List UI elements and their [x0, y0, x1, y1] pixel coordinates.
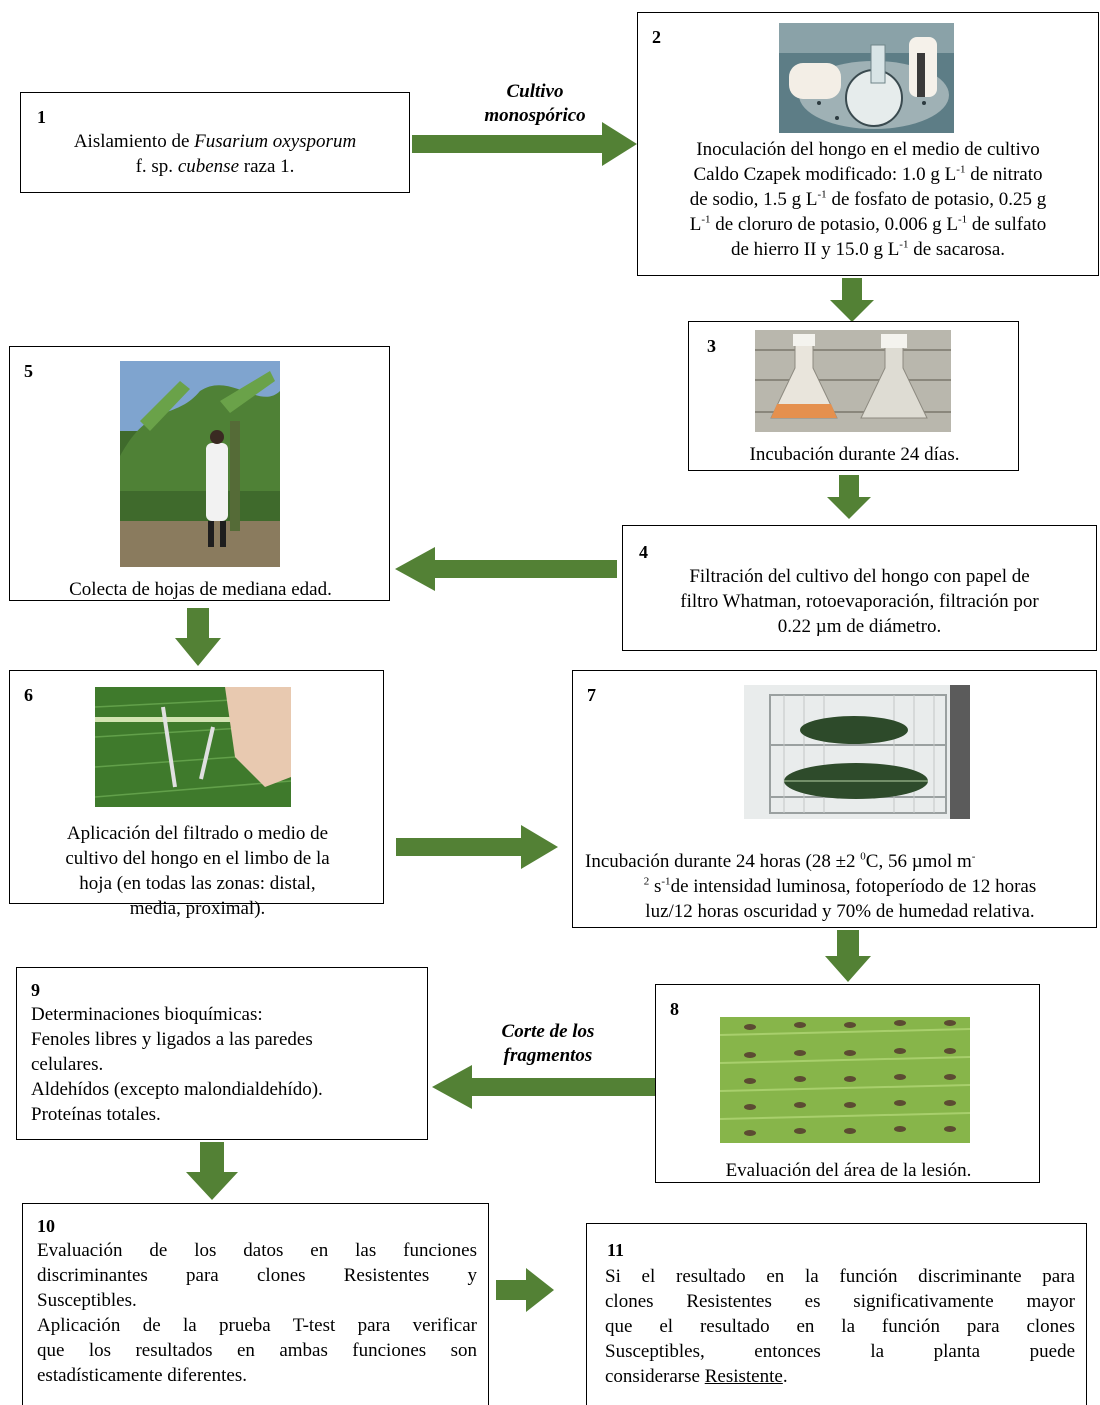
step-number: 11: [607, 1240, 625, 1260]
step-number: 6: [24, 685, 33, 705]
step-4-box: 4 Filtración del cultivo del hongo con p…: [622, 525, 1097, 651]
arrow-9-to-10: [186, 1142, 238, 1200]
leaf-application-photo: [95, 687, 291, 807]
step-number: 8: [670, 999, 679, 1019]
step-9-text: Determinaciones bioquímicas: Fenoles lib…: [31, 1004, 323, 1125]
step-10-text: Evaluación de los datos en las funciones…: [37, 1240, 477, 1386]
step-5-text: Colecta de hojas de mediana edad.: [69, 579, 332, 600]
arrow-label-cultivo: Cultivo monospórico: [484, 81, 586, 126]
incubation-shelves-photo: [744, 685, 970, 819]
step-8-box: 8 Evaluación del área de la lesión.: [655, 984, 1040, 1183]
step-number: 9: [31, 980, 40, 1000]
step-6-text: Aplicación del filtrado o medio de culti…: [65, 823, 330, 919]
step-number: 5: [24, 361, 33, 381]
step-number: 2: [652, 27, 661, 47]
step-3-text: Incubación durante 24 días.: [749, 444, 960, 465]
step-8-text: Evaluación del área de la lesión.: [725, 1160, 972, 1181]
arrow-6-to-7: [396, 825, 558, 869]
step-10-box: 10 Evaluación de los datos en las funcio…: [22, 1203, 489, 1405]
step-11-box: 11 Si el resultado en la función discrim…: [586, 1223, 1087, 1405]
arrow-3-to-4: [827, 475, 871, 519]
incubation-flasks-photo: [755, 330, 951, 432]
lesion-area-photo: [720, 1017, 970, 1143]
arrow-4-to-5: [395, 547, 617, 591]
arrow-7-to-8: [825, 930, 871, 982]
arrow-1-to-2: [412, 122, 637, 166]
step-11-text: Si el resultado en la función discrimina…: [605, 1266, 1075, 1387]
step-6-box: 6 Aplicación del filtrado o medio de cul…: [9, 670, 384, 919]
step-1-box: 1 Aislamiento de Fusarium oxysporum f. s…: [20, 92, 410, 193]
step-5-box: 5 Colecta de hojas de mediana edad.: [9, 346, 390, 601]
step-2-text: Inoculación del hongo en el medio de cul…: [689, 139, 1047, 260]
arrow-10-to-11: [496, 1268, 554, 1312]
step-4-text: Filtración del cultivo del hongo con pap…: [680, 566, 1039, 637]
step-3-box: 3 Incubación durante 24 días.: [688, 321, 1019, 471]
step-number: 1: [37, 107, 46, 127]
step-1-text: Aislamiento de Fusarium oxysporum f. sp.…: [73, 131, 357, 177]
step-2-box: 2 Inoculación del hongo en el medio de c…: [637, 12, 1099, 276]
arrow-2-to-3: [830, 278, 874, 322]
step-7-box: 7 Incubación durante 24 horas (28 ±2 0C,…: [572, 670, 1097, 928]
inoculation-photo: [779, 23, 954, 133]
step-number: 10: [37, 1216, 55, 1236]
arrow-5-to-6: [175, 608, 221, 666]
arrow-label-corte: Corte de los fragmentos: [501, 1021, 595, 1066]
step-9-box: 9 Determinaciones bioquímicas: Fenoles l…: [16, 967, 428, 1140]
step-number: 4: [639, 542, 648, 562]
step-number: 3: [707, 336, 716, 356]
leaf-collection-photo: [120, 361, 280, 567]
step-number: 7: [587, 685, 596, 705]
step-7-text: Incubación durante 24 horas (28 ±2 0C, 5…: [585, 850, 1037, 922]
arrow-8-to-9: [432, 1065, 656, 1109]
